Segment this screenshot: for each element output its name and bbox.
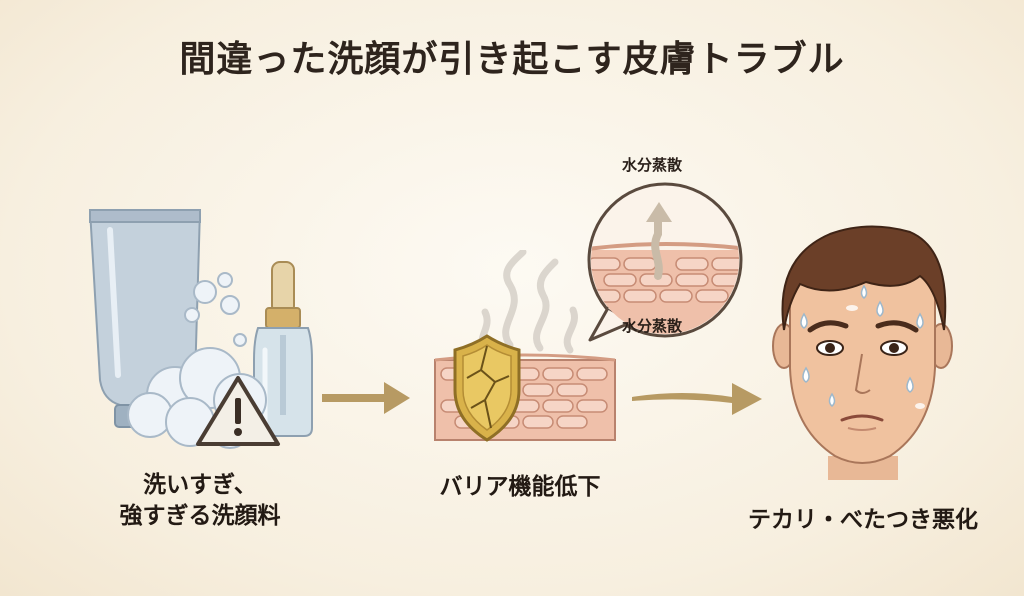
cleanser-illustration <box>80 200 320 455</box>
skin-barrier-illustration <box>415 250 625 460</box>
face-icon <box>772 225 953 480</box>
page-title: 間違った洗顔が引き起こす皮膚トラブル <box>179 39 845 80</box>
evaporation-arrow-icon <box>646 202 672 280</box>
evaporation-inner-label: 水分蒸散 <box>622 317 683 335</box>
steam-icon <box>478 250 578 354</box>
cracked-shield-icon <box>453 334 521 442</box>
oily-face-illustration <box>770 218 955 480</box>
step3-label: テカリ・べたつき悪化 <box>748 507 978 533</box>
step1-label: 洗いすぎ、 強すぎる洗顔料 <box>75 470 325 532</box>
step1-label-line2: 強すぎる洗顔料 <box>119 503 281 530</box>
sweat-drops-icon <box>800 284 924 407</box>
step2-label: バリア機能低下 <box>439 474 601 500</box>
arrow-2 <box>632 375 764 419</box>
evaporation-callout <box>580 180 755 350</box>
step1-label-line1: 洗いすぎ、 <box>143 472 257 498</box>
warning-icon <box>196 376 280 446</box>
arrow-1 <box>322 378 412 418</box>
evaporation-top-label: 水分蒸散 <box>622 156 683 174</box>
serum-bottle-icon <box>253 261 313 437</box>
